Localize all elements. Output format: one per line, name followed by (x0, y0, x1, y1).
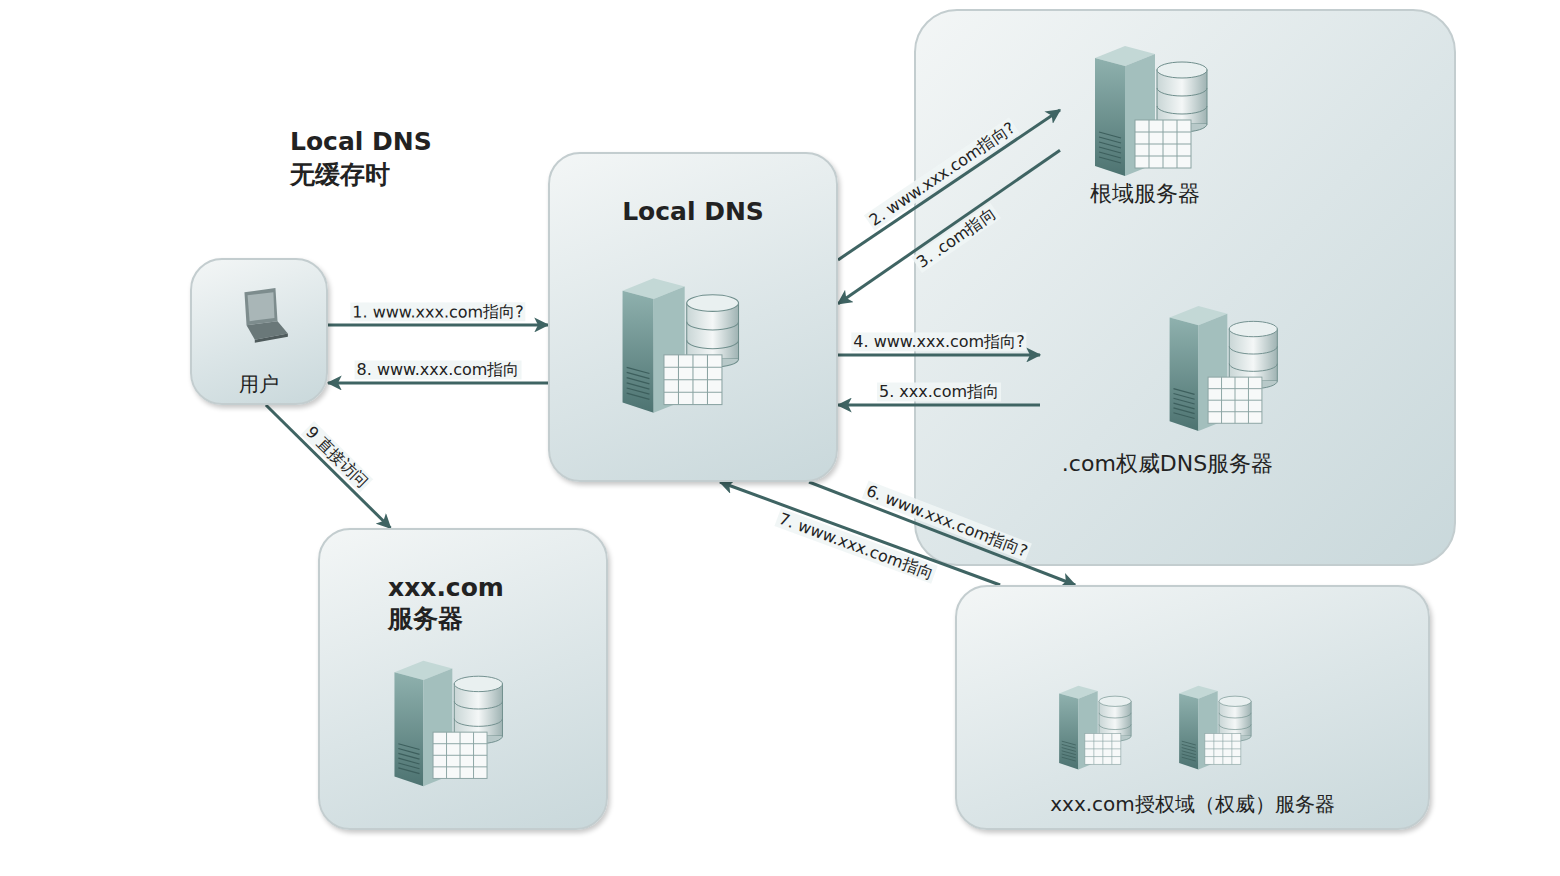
node-label: xxx.com授权域（权威）服务器 (957, 792, 1428, 817)
server-icon (612, 272, 747, 417)
com-dns-server: .com权威DNS服务器 (1040, 300, 1295, 485)
edge-label: 8. www.xxx.com指向 (355, 360, 522, 379)
edge-label: 9 直接访问 (301, 421, 374, 493)
edge-label: 1. www.xxx.com指向? (350, 302, 525, 321)
authority-box: xxx.com授权域（权威）服务器 (955, 585, 1430, 830)
server-icon (1052, 682, 1137, 772)
arrow-connector (838, 404, 1040, 407)
edge-label: 5. xxx.com指向 (877, 382, 1001, 401)
root-server: 根域服务器 (1060, 40, 1230, 215)
local-dns-box: Local DNS (548, 152, 838, 482)
arrow-connector (838, 353, 1040, 356)
arrow-connector (328, 381, 548, 384)
server-icon (1085, 40, 1215, 180)
web-server-box: xxx.com 服务器 (318, 528, 608, 830)
node-label: Local DNS (550, 196, 836, 227)
server-region (915, 10, 1455, 565)
diagram-title: Local DNS 无缓存时 (290, 126, 450, 191)
arrow-connector (266, 405, 391, 528)
node-label: .com权威DNS服务器 (1040, 450, 1295, 478)
server-icon (1160, 300, 1285, 435)
user-box: 用户 (190, 258, 328, 405)
arrow-connector (328, 323, 548, 326)
edge-label: 3. .com指向 (912, 203, 1002, 273)
edge-label: 7. www.xxx.com指向 (774, 508, 937, 584)
node-label: 根域服务器 (1060, 180, 1230, 208)
node-label: xxx.com 服务器 (388, 572, 538, 635)
node-label: 用户 (192, 372, 326, 397)
laptop-icon (230, 286, 292, 348)
edge-label: 4. www.xxx.com指向? (851, 332, 1026, 351)
server-icon (1172, 682, 1257, 772)
server-icon (380, 655, 515, 790)
